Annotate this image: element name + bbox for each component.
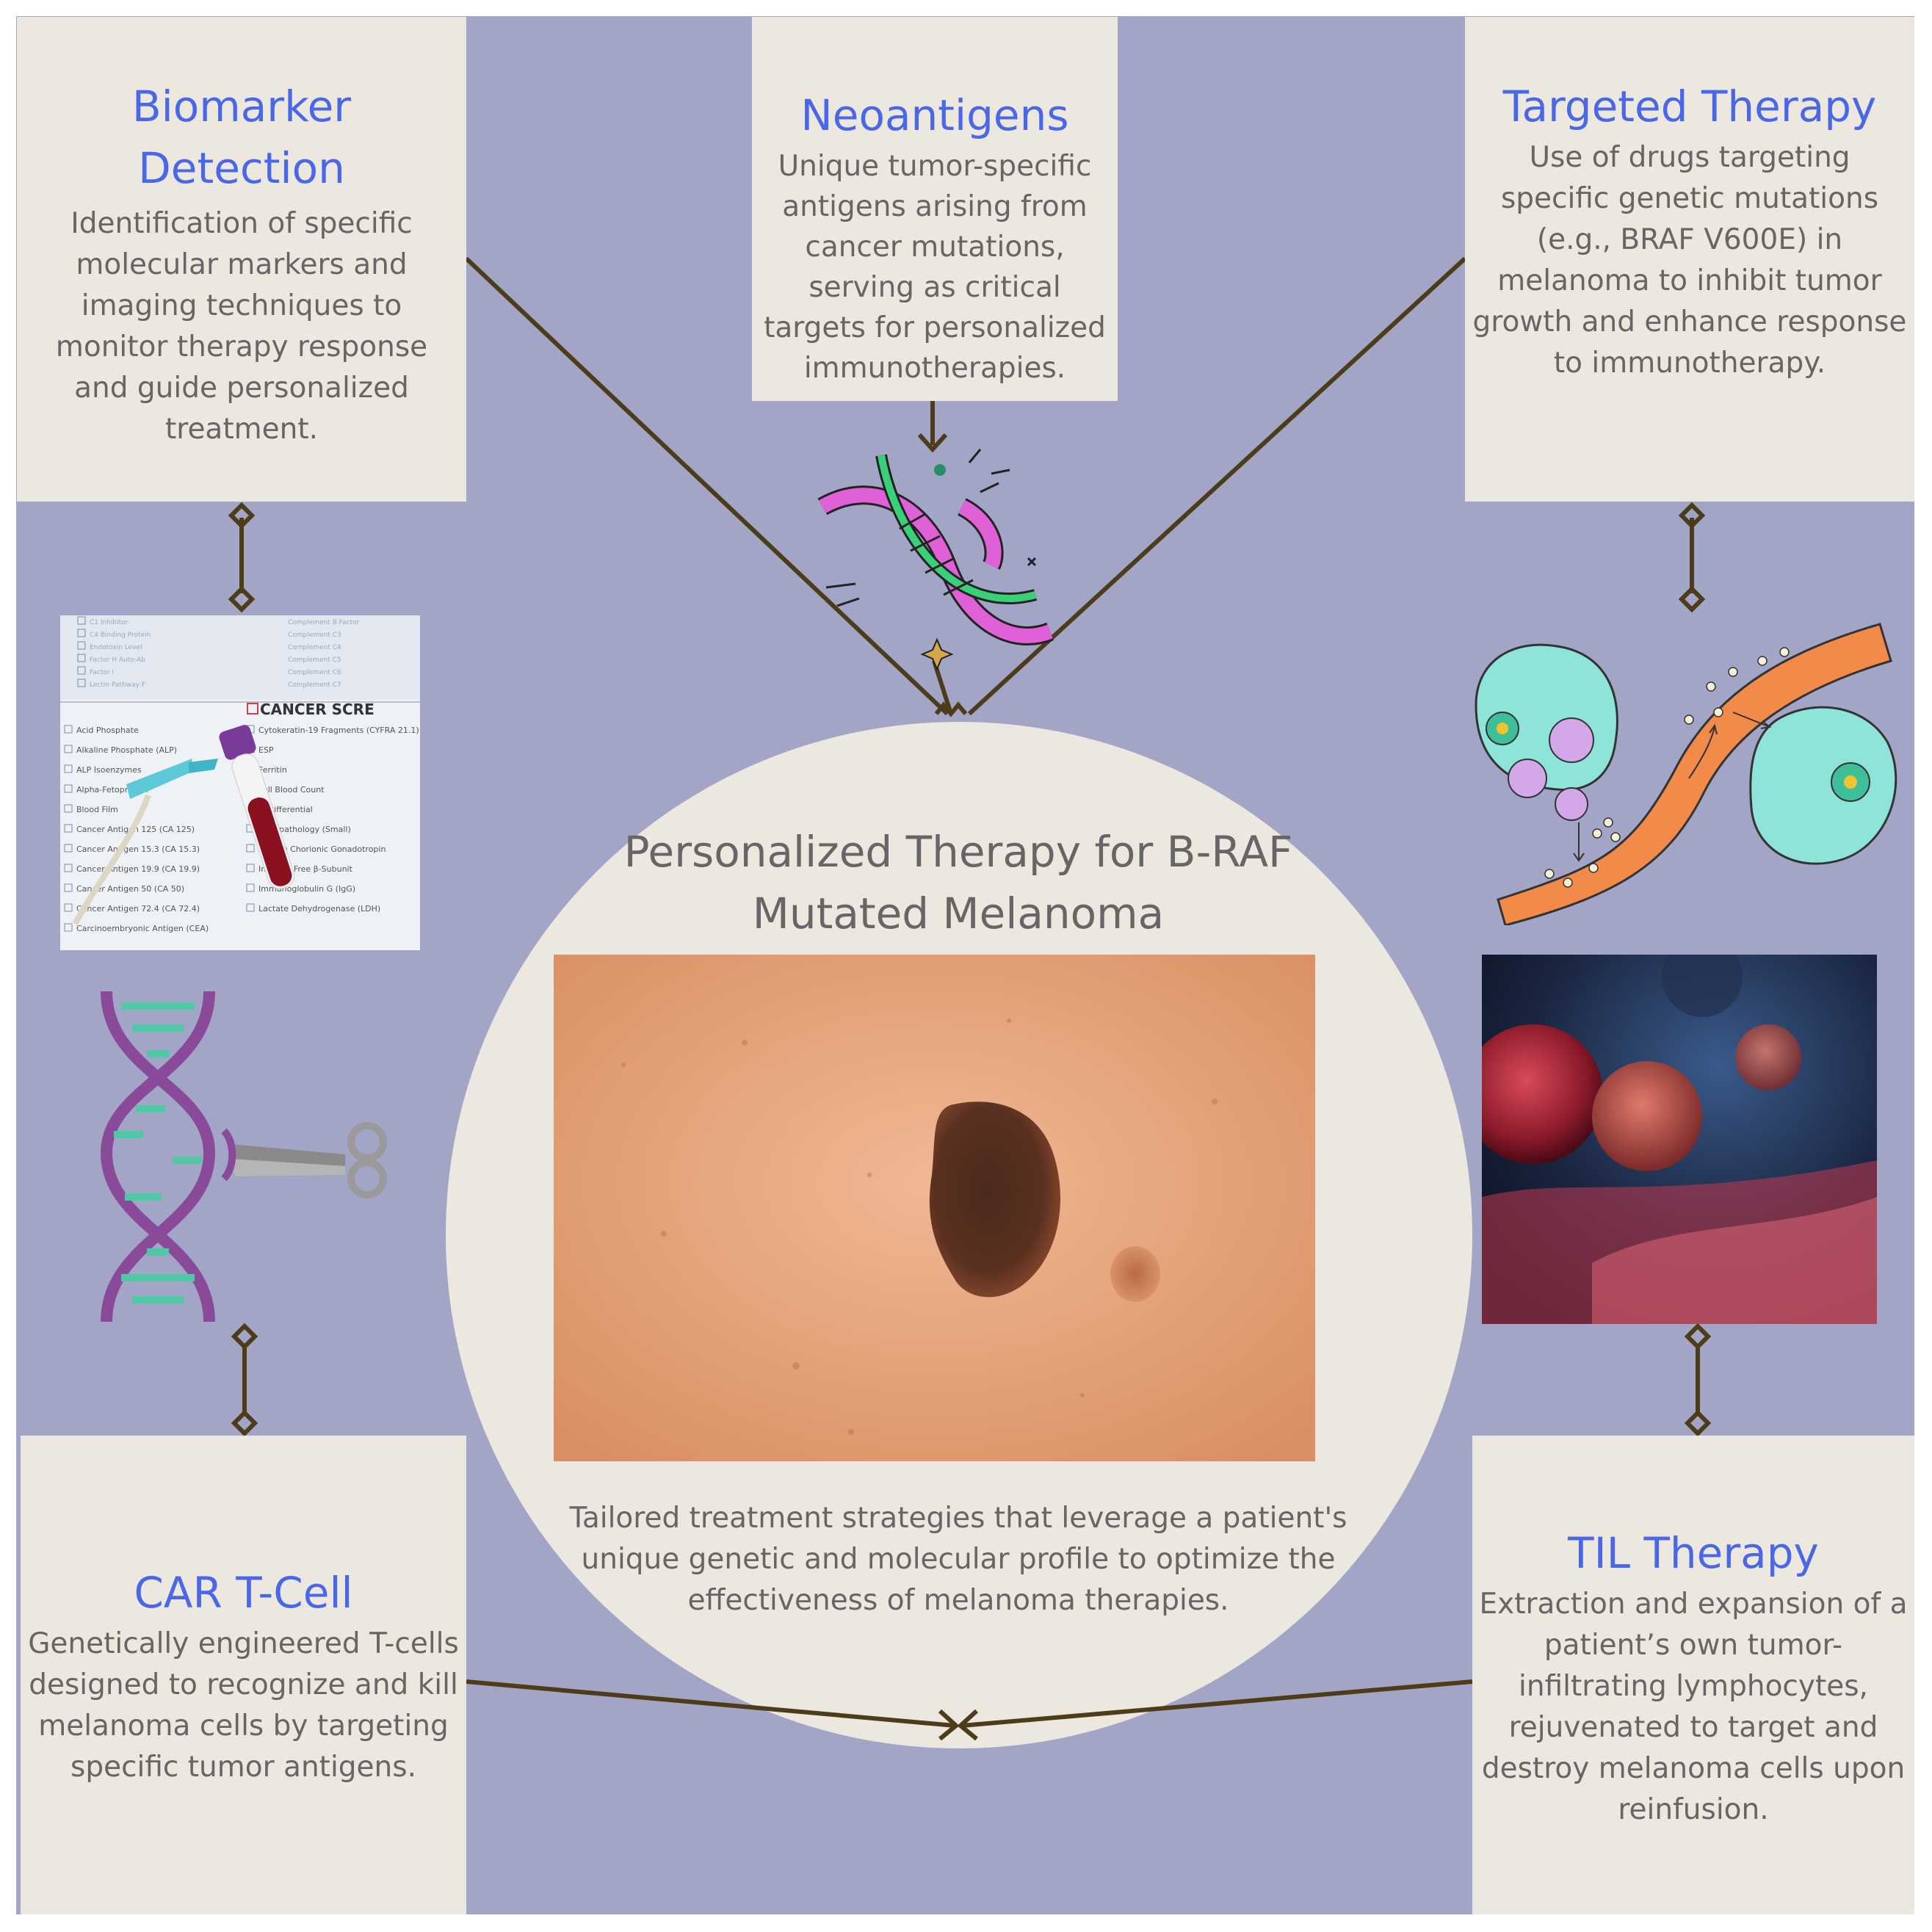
checkbox-icon [64, 784, 73, 793]
lab-form-item: Complement C3 [288, 632, 341, 639]
connector-til [961, 1679, 1473, 1728]
lab-form-item: Factor I [90, 669, 114, 676]
melanoma-skin-photo [554, 955, 1315, 1461]
card-biomarker-detection: Biomarker Detection Identification of sp… [17, 17, 466, 502]
checkbox-icon [64, 745, 73, 753]
checkbox-icon [64, 804, 73, 813]
checkbox-icon [64, 883, 73, 892]
checkbox-icon [246, 903, 255, 912]
lab-form-item: Full Blood Count [258, 785, 325, 795]
lab-form-item: ALP Isoenzymes [76, 765, 142, 775]
checkbox-icon [64, 844, 73, 853]
card-text: Unique tumor-specific antigens arising f… [764, 150, 1106, 385]
checkbox-icon [64, 725, 73, 734]
lab-form-item: C4 Binding Protein [90, 632, 151, 639]
lab-form-item: Blood Film [76, 805, 118, 814]
lab-form-item: Complement C7 [288, 681, 341, 689]
lab-form-header: CANCER SCRE [260, 701, 375, 718]
lab-form-item: Ferritin [258, 765, 287, 775]
lab-form-item: Factor H Auto-Ab [90, 656, 145, 664]
lab-form-item: Endotoxin Level [90, 644, 142, 651]
checkbox-icon [77, 629, 86, 637]
dna-icon [817, 449, 1054, 671]
checkbox-icon [77, 679, 86, 687]
checkbox-icon [246, 883, 255, 892]
lab-form-item: Human Chorionic Gonadotropin [258, 844, 386, 854]
lab-form-item: Lactate Dehydrogenase (LDH) [258, 904, 380, 913]
lab-form-item: Complement C5 [288, 656, 341, 664]
lab-form-item: Cancer Antigen 15.3 (CA 15.3) [76, 844, 200, 854]
card-targeted-therapy: Targeted Therapy Use of drugs targeting … [1465, 17, 1914, 502]
card-title: Neoantigens [800, 90, 1069, 140]
card-text: Genetically engineered T-cells designed … [28, 1627, 459, 1784]
dna-scissors-icon [100, 991, 387, 1323]
checkbox-icon [77, 654, 86, 662]
lab-form-item: Complement C4 [288, 644, 341, 651]
connector-til-arrow [957, 1709, 979, 1741]
cell-transfer-icon [1475, 623, 1897, 925]
til-cells-photo [1482, 955, 1877, 1324]
lab-form-item: Carcinoembryonic Antigen (CEA) [76, 924, 209, 933]
lab-form-item: Alkaline Phosphate (ALP) [76, 745, 177, 755]
card-title: TIL Therapy [1568, 1528, 1819, 1578]
lab-form-item: Complement B Factor [288, 619, 360, 626]
checkbox-icon [77, 641, 86, 650]
checkbox-icon [64, 923, 73, 932]
card-car-t-cell: CAR T-Cell Genetically engineered T-cell… [21, 1436, 466, 1914]
lab-form-item: Cytokeratin-19 Fragments (CYFRA 21.1) [258, 726, 419, 735]
lab-form-item: Acid Phosphate [76, 726, 139, 735]
checkbox-icon [64, 903, 73, 912]
checkbox-icon [77, 666, 86, 675]
center-title: Personalized Therapy for B-RAF Mutated M… [623, 827, 1293, 938]
lab-form-item: Histopathology (Small) [258, 825, 351, 834]
card-text: Extraction and expansion of a patient’s … [1479, 1588, 1908, 1826]
checkbox-icon [77, 616, 86, 625]
checkbox-icon [64, 864, 73, 872]
card-text: Use of drugs targeting specific genetic … [1472, 141, 1907, 380]
lab-form-item: Cancer Antigen 50 (CA 50) [76, 884, 184, 894]
checkbox-icon [246, 844, 255, 853]
checkbox-icon [64, 824, 73, 833]
lab-form-item: Cancer Antigen 72.4 (CA 72.4) [76, 904, 200, 913]
card-title: CAR T-Cell [134, 1568, 353, 1618]
card-title: Targeted Therapy [1502, 82, 1877, 131]
connector-center-top [934, 701, 968, 717]
connector-neo-arrow [917, 433, 948, 453]
lab-form-item: ESP [258, 745, 274, 755]
lab-form-item: Lectin Pathway F [90, 681, 145, 689]
card-til-therapy: TIL Therapy Extraction and expansion of … [1472, 1436, 1914, 1914]
card-neoantigens: Neoantigens Unique tumor-specific antige… [752, 17, 1118, 401]
connector-biomarker [464, 256, 949, 716]
checkbox-icon [246, 864, 255, 872]
lab-form-item: Complement C6 [288, 669, 341, 676]
card-title: Biomarker Detection [131, 82, 352, 193]
lab-form-item: C1 Inhibitor [90, 619, 129, 626]
center-description: Tailored treatment strategies that lever… [569, 1502, 1347, 1617]
checkbox-icon [64, 764, 73, 773]
lab-form-photo: C1 Inhibitor C4 Binding ProteinEndotoxin … [60, 615, 420, 950]
connector-car [466, 1679, 955, 1728]
connector-car-arrow [938, 1709, 960, 1741]
card-text: Identification of specific molecular mar… [55, 207, 428, 446]
lab-form-item: Cancer Antigen 19.9 (CA 19.9) [76, 864, 200, 874]
